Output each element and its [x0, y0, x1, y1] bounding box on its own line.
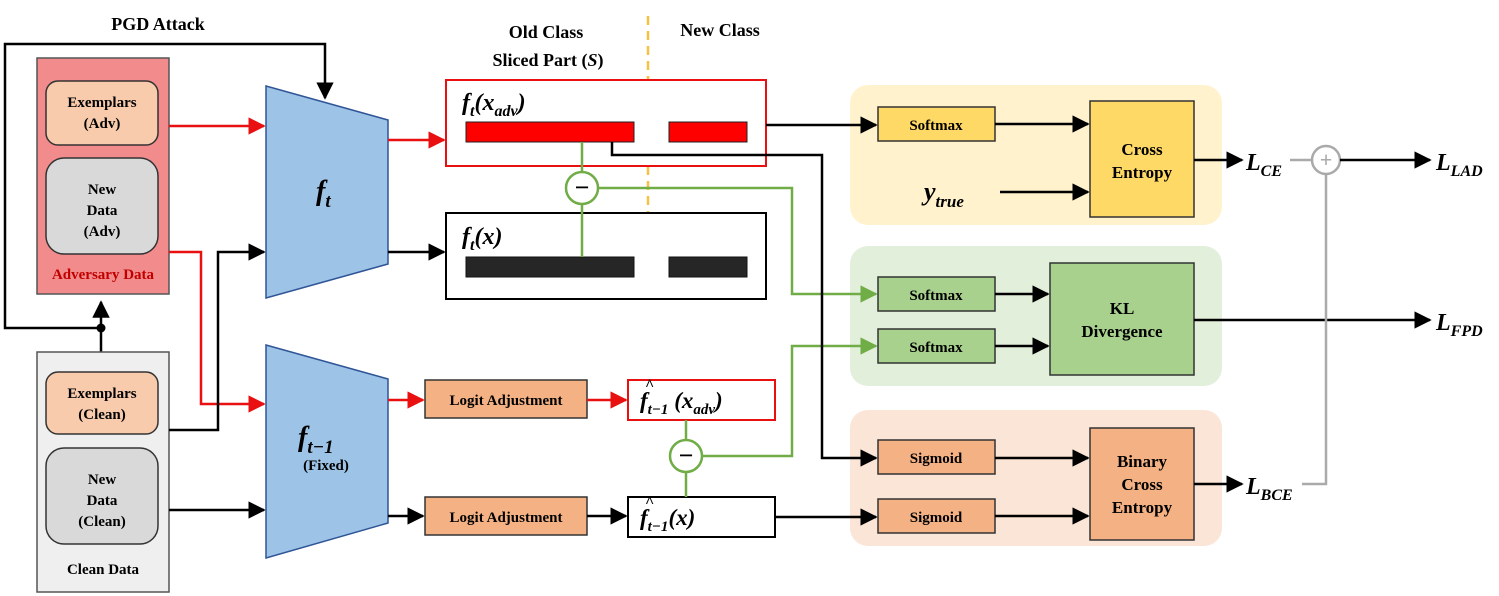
branch-dot [96, 323, 106, 333]
fhat-x-adv-hat: ^ [645, 377, 654, 394]
cross-entropy-text-2: Entropy [1112, 163, 1173, 182]
kl-text-1: KL [1110, 299, 1135, 318]
model-ft-label: ft [316, 176, 331, 212]
softmax-kl-bottom-text: Softmax [909, 340, 963, 356]
cross-entropy-text-1: Cross [1121, 140, 1163, 159]
fhat-x-hat: ^ [645, 494, 654, 511]
lbce-to-sum-line [1302, 174, 1328, 486]
exemplars-clean-text-2: (Clean) [78, 407, 126, 423]
loss-ce-label: LCE [1245, 150, 1282, 180]
sum-node-symbol: + [1320, 147, 1333, 172]
bce-text-2: Cross [1121, 475, 1163, 494]
exemplars-adv-box [45, 80, 159, 146]
new-data-clean-text-2: Data [87, 493, 118, 509]
fhat-x-label: ft−1(x) [640, 505, 695, 535]
sub-top-to-softmax2-arrow [598, 186, 878, 303]
softmax-kl-top-box [877, 276, 996, 312]
loss-fpd-label: LFPD [1435, 310, 1483, 340]
kl-divergence-box [1049, 262, 1195, 376]
new-data-adv-to-ft1-arrow [169, 250, 266, 413]
new-data-adv-text-2: Data [87, 203, 118, 219]
new-data-clean-text-1: New [88, 472, 116, 488]
ft-x-new-bar [668, 256, 748, 278]
ft-x-adv-label: ft(xadv) [462, 90, 526, 120]
sigmoid-top-box [877, 439, 996, 475]
model-ft1 [265, 344, 389, 559]
ft-x-adv-old-bar [465, 121, 635, 143]
pgd-attack-loop [3, 42, 334, 330]
subtract-node-top-symbol: − [575, 173, 590, 202]
model-ft1-label: ft−1 [298, 422, 334, 458]
clean-data-label: Clean Data [67, 562, 140, 578]
new-data-clean-text-3: (Clean) [78, 514, 126, 530]
new-class-label: New Class [680, 20, 760, 40]
ft-x-box [445, 212, 767, 300]
exemplars-clean-box [45, 371, 159, 435]
bce-text-3: Entropy [1112, 498, 1173, 517]
logit-adjustment-clean-box [424, 496, 588, 536]
logit-adjustment-clean-text: Logit Adjustment [450, 510, 563, 526]
adversary-data-label: Adversary Data [52, 267, 155, 283]
model-ft1-fixed-label: (Fixed) [303, 458, 349, 474]
kl-text-2: Divergence [1081, 322, 1163, 341]
subtract-node-bottom-symbol: − [679, 441, 694, 470]
exemplars-clean-text-1: Exemplars [67, 386, 136, 402]
exemplars-adv-text-2: (Adv) [84, 116, 121, 132]
fhat-x-adv-label: ft−1 (xadv) [640, 388, 723, 418]
ft-x-old-bar [465, 256, 635, 278]
new-data-adv-text-1: New [88, 182, 116, 198]
exemplars-clean-to-ft-arrow [169, 243, 266, 432]
fhat-x-box [627, 496, 776, 538]
logit-adjustment-adv-box [424, 379, 588, 419]
logit-adjustment-adv-text: Logit Adjustment [450, 393, 563, 409]
old-class-label-line2: Sliced Part (S) [493, 50, 604, 71]
pgd-attack-label: PGD Attack [111, 14, 205, 34]
softmax-ce-text: Softmax [909, 118, 963, 134]
new-data-clean-box [45, 447, 159, 545]
old-class-label-line1: Old Class [509, 22, 584, 42]
ft-x-adv-new-bar [668, 121, 748, 143]
y-true-label: ytrue [921, 177, 964, 211]
sub-bottom-to-softmax3-arrow [702, 337, 878, 458]
sigmoid-top-text: Sigmoid [910, 451, 963, 467]
sigmoid-bottom-text: Sigmoid [910, 510, 963, 526]
fhat-x-adv-box [627, 379, 776, 421]
cross-entropy-box [1089, 100, 1195, 218]
ft-x-label: ft(x) [462, 224, 502, 254]
ft-adv-to-sigmoid1-arrow [610, 142, 878, 467]
exemplars-adv-text-1: Exemplars [67, 95, 136, 111]
new-data-adv-box [45, 157, 159, 255]
softmax-kl-bottom-box [877, 328, 996, 364]
softmax-kl-top-text: Softmax [909, 288, 963, 304]
model-ft [265, 85, 389, 299]
bce-text-1: Binary [1117, 452, 1168, 471]
loss-bce-label: LBCE [1245, 474, 1293, 504]
sigmoid-bottom-box [877, 498, 996, 534]
new-data-adv-text-3: (Adv) [84, 224, 121, 240]
loss-lad-label: LLAD [1435, 150, 1483, 180]
